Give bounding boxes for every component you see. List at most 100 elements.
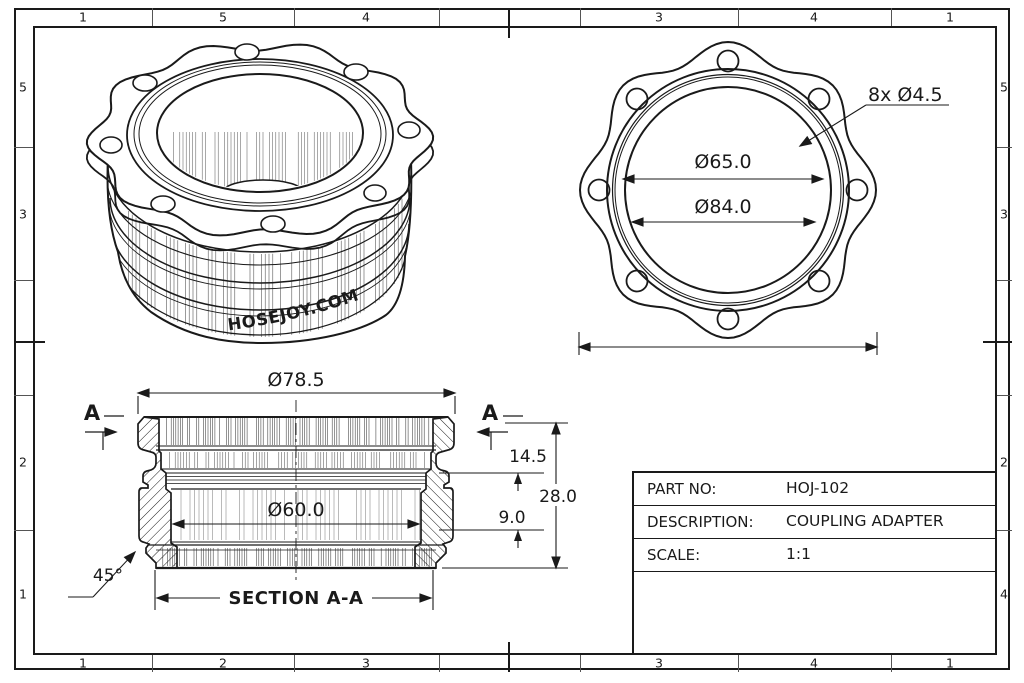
grid-ref: 2 (19, 454, 27, 470)
height-dim-text: 28.0 (539, 487, 577, 507)
depth-dim-arrow (514, 473, 522, 491)
right-wall-section (414, 416, 455, 569)
rim-ring (138, 64, 382, 204)
grid-ref: 3 (1000, 206, 1008, 222)
left-wall-section (137, 416, 178, 569)
bore-dimension (171, 519, 421, 529)
center-tick-bottom (508, 642, 510, 672)
bore-dimension (621, 174, 825, 184)
description-value: COUPLING ADAPTER (786, 512, 944, 530)
grid-tick (580, 655, 582, 672)
od-dim-text: Ø78.5 (267, 372, 324, 391)
step-dim-arrow (514, 530, 522, 548)
isometric-view: HOSEJOY.COM (85, 43, 435, 345)
section-view: Ø78.5 A A Ø60.0 14.5 (68, 372, 577, 610)
grid-tick (152, 655, 154, 672)
grid-tick (997, 530, 1012, 532)
cut-mark-right (476, 415, 523, 450)
depth-dim-text: 14.5 (509, 447, 547, 467)
cut-label-left: A (84, 401, 101, 425)
outer-ring (606, 68, 850, 312)
height-dimension (551, 421, 561, 570)
title-block-row: PART NO: HOJ-102 (634, 473, 997, 506)
grid-ref: 1 (79, 9, 87, 25)
step-dim-text: 9.0 (498, 508, 525, 528)
grid-tick (891, 8, 893, 26)
bolt-circle-dimension (630, 217, 817, 227)
grid-ref: 1 (19, 586, 27, 602)
chamfer-leader (68, 550, 137, 598)
grid-ref: 2 (219, 655, 227, 671)
chamfer-dim-text: 45° (93, 566, 123, 586)
grid-tick (738, 655, 740, 672)
grid-ref: 4 (810, 9, 818, 25)
title-block: PART NO: HOJ-102 DESCRIPTION: COUPLING A… (632, 471, 997, 655)
right-extension-lines (439, 422, 568, 569)
bolt-circle-dim-text: Ø84.0 (694, 196, 751, 218)
cut-label-right: A (482, 401, 499, 425)
part-no-label: PART NO: (647, 480, 717, 498)
front-bolt-holes (587, 49, 869, 331)
interior-lines (144, 416, 448, 570)
title-block-empty-row (634, 572, 997, 657)
outer-border (14, 8, 1010, 670)
grid-tick (14, 147, 33, 149)
center-tick-top (508, 8, 510, 38)
scale-value: 1:1 (786, 545, 811, 563)
rim-ring (133, 61, 387, 207)
center-tick-right (983, 341, 1012, 343)
section-label-dimension (154, 570, 434, 610)
flange-outline (578, 40, 878, 340)
holes-callout-text: 8x Ø4.5 (868, 84, 943, 106)
overall-dimension (577, 332, 879, 355)
grid-tick (14, 280, 33, 282)
title-block-row: SCALE: 1:1 (634, 539, 997, 572)
grid-tick (14, 395, 33, 397)
grid-ref: 1 (946, 9, 954, 25)
grid-ref: 3 (19, 206, 27, 222)
grid-tick (439, 8, 441, 26)
body-bands (107, 165, 412, 337)
ring (611, 73, 845, 307)
grid-ref: 3 (362, 655, 370, 671)
od-dimension (136, 388, 457, 414)
description-label: DESCRIPTION: (647, 513, 754, 531)
center-tick-left (14, 341, 45, 343)
grid-tick (997, 395, 1012, 397)
grid-tick (294, 8, 296, 26)
grid-ref: 3 (655, 655, 663, 671)
grid-tick (738, 8, 740, 26)
scale-label: SCALE: (647, 546, 701, 564)
grid-ref: 5 (219, 9, 227, 25)
cut-mark-left (85, 415, 124, 450)
grid-tick (997, 147, 1012, 149)
interior-shading (162, 418, 432, 566)
grid-tick (891, 655, 893, 672)
grid-ref: 4 (362, 9, 370, 25)
grid-ref: 5 (1000, 79, 1008, 95)
grid-tick (997, 280, 1012, 282)
grid-tick (439, 655, 441, 672)
ring (614, 76, 842, 304)
grid-tick (14, 530, 33, 532)
iso-bolt-holes (99, 43, 421, 233)
grid-ref: 2 (1000, 454, 1008, 470)
grid-ref: 3 (655, 9, 663, 25)
grid-ref: 4 (810, 655, 818, 671)
section-label: SECTION A-A (229, 588, 364, 609)
title-block-row: DESCRIPTION: COUPLING ADAPTER (634, 506, 997, 539)
grid-ref: 5 (19, 79, 27, 95)
grid-ref: 1 (79, 655, 87, 671)
body-shading (128, 198, 403, 337)
inner-border (33, 26, 997, 655)
grid-tick (294, 655, 296, 672)
bore-circle (624, 86, 832, 294)
holes-callout-leader (798, 104, 949, 147)
front-view: Ø65.0 Ø84.0 8x Ø4.5 (577, 40, 949, 355)
bore-dim-text: Ø65.0 (694, 151, 751, 173)
grid-tick (152, 8, 154, 26)
grid-tick (580, 8, 582, 26)
grid-ref: 1 (946, 655, 954, 671)
grid-ref: 4 (1000, 586, 1008, 602)
